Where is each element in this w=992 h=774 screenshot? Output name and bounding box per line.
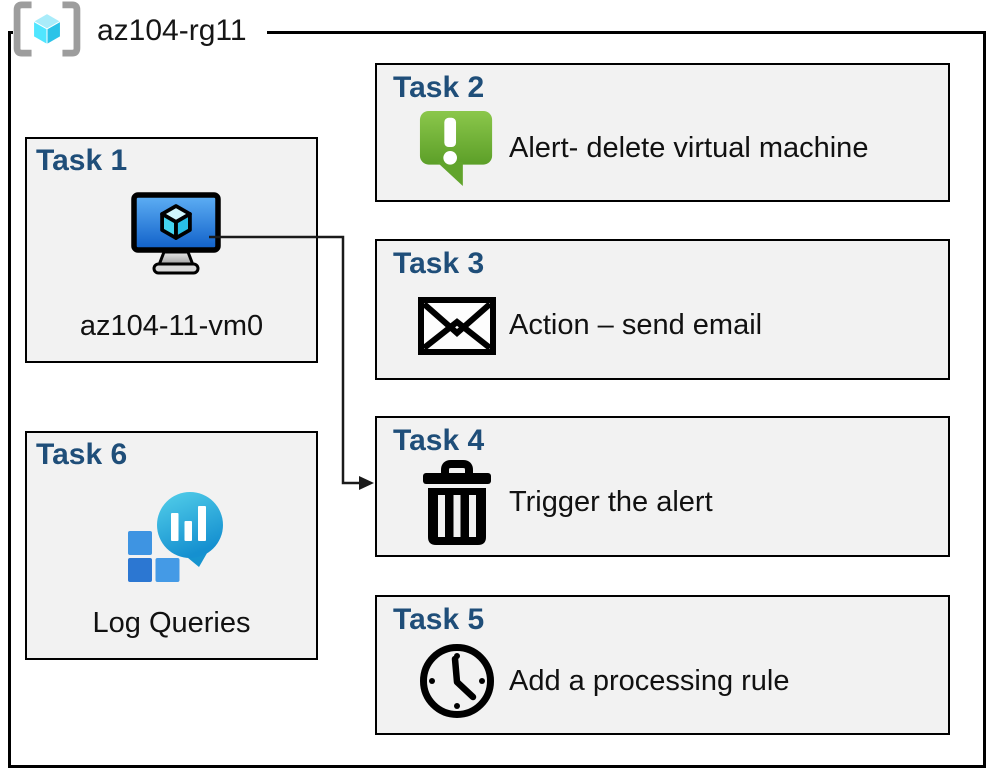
clock-icon xyxy=(417,641,497,721)
task-3-box: Task 3 Action – send email xyxy=(375,239,950,380)
task-5-box: Task 5 Add a processing rule xyxy=(375,595,950,735)
task-4-title: Task 4 xyxy=(393,424,485,457)
task-1-box: Task 1 az104-11-vm0 xyxy=(25,137,318,363)
task-6-box: Task 6 Log Queries xyxy=(25,431,318,660)
task-1-title: Task 1 xyxy=(36,144,128,177)
task-3-label: Action – send email xyxy=(509,309,763,341)
task-2-label: Alert- delete virtual machine xyxy=(509,132,869,164)
log-analytics-icon xyxy=(126,486,226,591)
task-2-box: Task 2 Alert- delete virtual machine xyxy=(375,63,950,202)
task-4-label: Trigger the alert xyxy=(509,486,713,518)
resource-group-header: az104-rg11 xyxy=(13,0,267,62)
resource-group-name: az104-rg11 xyxy=(97,14,247,47)
task-5-title: Task 5 xyxy=(393,603,485,636)
task-1-label: az104-11-vm0 xyxy=(79,310,264,342)
virtual-machine-icon xyxy=(130,192,222,281)
email-envelope-icon xyxy=(417,296,497,356)
trash-icon xyxy=(417,459,497,547)
task-6-label: Log Queries xyxy=(92,607,251,639)
resource-group-icon xyxy=(13,0,81,62)
resource-group-frame xyxy=(8,31,986,768)
task-5-label: Add a processing rule xyxy=(509,664,790,697)
task-6-title: Task 6 xyxy=(36,438,128,471)
task-3-title: Task 3 xyxy=(393,247,485,280)
alert-message-icon xyxy=(417,109,497,189)
task-2-title: Task 2 xyxy=(393,71,485,104)
task-4-box: Task 4 Trigger the alert xyxy=(375,416,950,557)
